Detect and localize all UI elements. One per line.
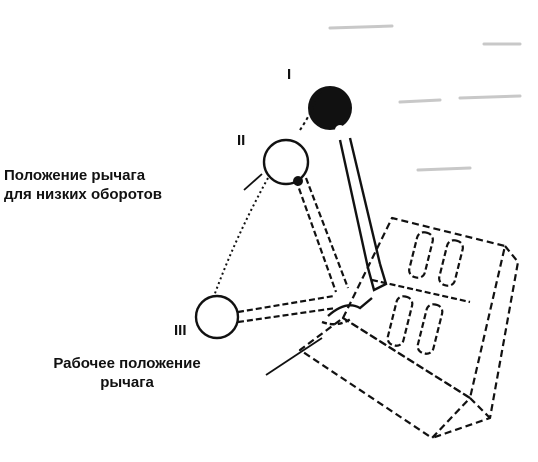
position-I-label: I bbox=[287, 66, 292, 83]
housing-side-face bbox=[431, 245, 520, 440]
working-caption: Рабочее положение рычага bbox=[14, 354, 240, 392]
position-II-label: II bbox=[237, 132, 246, 149]
working-caption-line1: Рабочее положение bbox=[53, 355, 201, 372]
background-scan-noise bbox=[328, 24, 522, 172]
lever-II-knob bbox=[262, 138, 310, 186]
housing-front-face bbox=[298, 316, 472, 440]
housing-top-face bbox=[341, 216, 507, 400]
lever-I-knob bbox=[308, 86, 352, 130]
slot-upper-left bbox=[408, 231, 434, 279]
slot-upper-right bbox=[438, 239, 464, 287]
lever-I-arc bbox=[299, 87, 323, 131]
lever-II-knob-dot bbox=[293, 176, 303, 186]
lever-pivot bbox=[321, 297, 373, 326]
lever-I-shaft bbox=[338, 137, 388, 292]
lever-III-shaft bbox=[237, 294, 337, 324]
low-rpm-caption-line2: для низких оборотов bbox=[4, 186, 163, 203]
working-leader bbox=[265, 337, 323, 376]
slot-lower-right bbox=[416, 303, 444, 355]
slot-lower-left bbox=[386, 295, 414, 347]
low-rpm-leader bbox=[243, 173, 263, 191]
lever-III-knob bbox=[194, 294, 240, 340]
housing-right-edge bbox=[469, 397, 491, 419]
lever-II-shaft bbox=[294, 177, 350, 293]
lever-I-knob-highlight bbox=[335, 125, 345, 135]
slot-divider bbox=[371, 278, 471, 304]
working-caption-line2: рычага bbox=[100, 374, 154, 391]
lever-travel-arc bbox=[213, 177, 269, 297]
quadrant-housing bbox=[298, 216, 520, 440]
low-rpm-caption-line1: Положение рычага bbox=[4, 167, 146, 184]
quadrant-slots bbox=[371, 231, 471, 355]
position-III-label: III bbox=[174, 322, 187, 339]
low-rpm-caption: Положение рычага для низких оборотов bbox=[4, 166, 162, 204]
